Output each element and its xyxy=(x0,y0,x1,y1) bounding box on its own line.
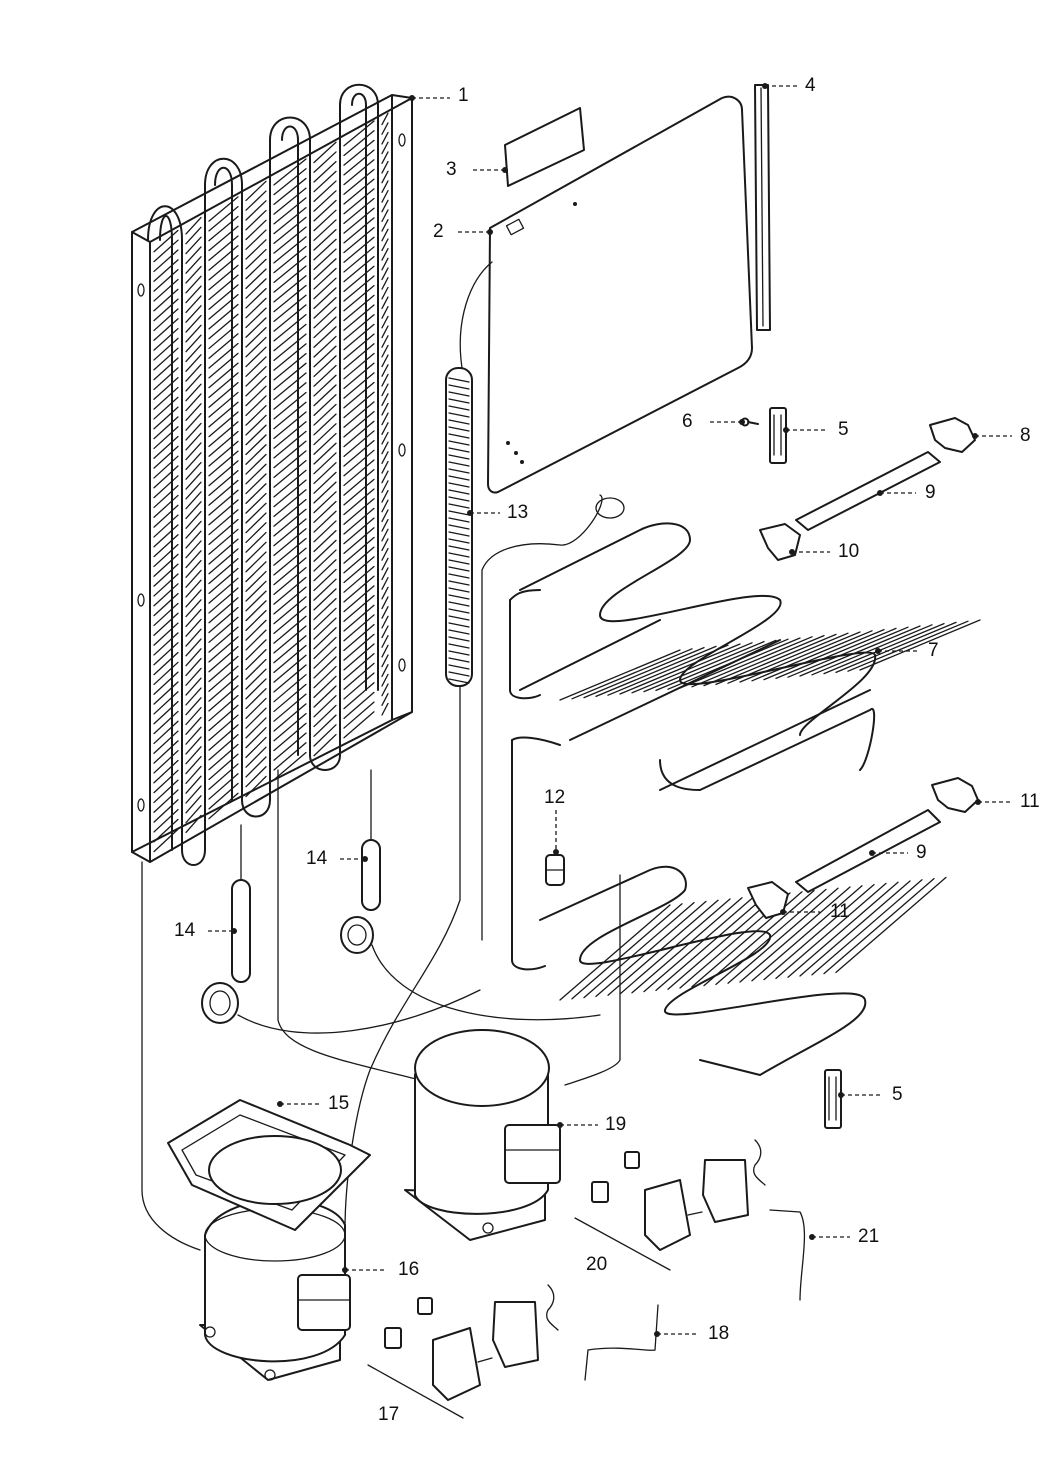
wire-lead-18 xyxy=(584,1304,659,1381)
callout-leaders xyxy=(208,83,1012,1337)
callout-13: 13 xyxy=(507,502,529,523)
callout-9-upper: 9 xyxy=(925,482,936,503)
callout-11-upper: 11 xyxy=(1020,791,1040,812)
relay-kit-left xyxy=(367,1284,559,1419)
callout-12: 12 xyxy=(544,787,566,808)
callout-20: 20 xyxy=(586,1254,608,1275)
top-bracket xyxy=(504,107,585,187)
vertical-strip xyxy=(754,84,771,331)
callout-16: 16 xyxy=(398,1259,420,1280)
condenser-grid xyxy=(131,83,421,1251)
compressor-right xyxy=(404,1029,561,1241)
callout-1: 1 xyxy=(458,85,469,106)
wire-lead-21 xyxy=(769,1209,806,1301)
clip-lower xyxy=(824,1069,842,1129)
callout-17: 17 xyxy=(378,1404,400,1425)
compressor-left xyxy=(167,1099,371,1381)
callout-19: 19 xyxy=(605,1114,627,1135)
callout-4: 4 xyxy=(805,75,816,96)
callout-15: 15 xyxy=(328,1093,350,1114)
callout-5-upper: 5 xyxy=(838,419,849,440)
accumulator-right xyxy=(340,769,601,1021)
callout-14-right: 14 xyxy=(306,848,328,869)
shelf-rail-lower xyxy=(747,777,979,919)
callout-21: 21 xyxy=(858,1226,880,1247)
callout-14-left: 14 xyxy=(174,920,196,941)
callout-5-lower: 5 xyxy=(892,1084,903,1105)
accumulator-left xyxy=(201,824,481,1034)
callout-9-lower: 9 xyxy=(916,842,927,863)
callout-11-lower: 11 xyxy=(830,901,850,922)
evaporator-lower xyxy=(511,736,947,1086)
evaporator-upper xyxy=(481,494,981,941)
shelf-rail-upper xyxy=(759,417,976,561)
callout-10: 10 xyxy=(838,541,860,562)
callout-18: 18 xyxy=(708,1323,730,1344)
callout-8: 8 xyxy=(1020,425,1031,446)
callout-2: 2 xyxy=(433,221,444,242)
relay-kit-right xyxy=(574,1139,766,1271)
callout-6: 6 xyxy=(682,411,693,432)
thermostat-sensor xyxy=(545,854,565,886)
back-panel xyxy=(487,95,753,494)
clip-upper xyxy=(769,407,787,464)
callout-7: 7 xyxy=(928,640,939,661)
callout-3: 3 xyxy=(446,159,457,180)
